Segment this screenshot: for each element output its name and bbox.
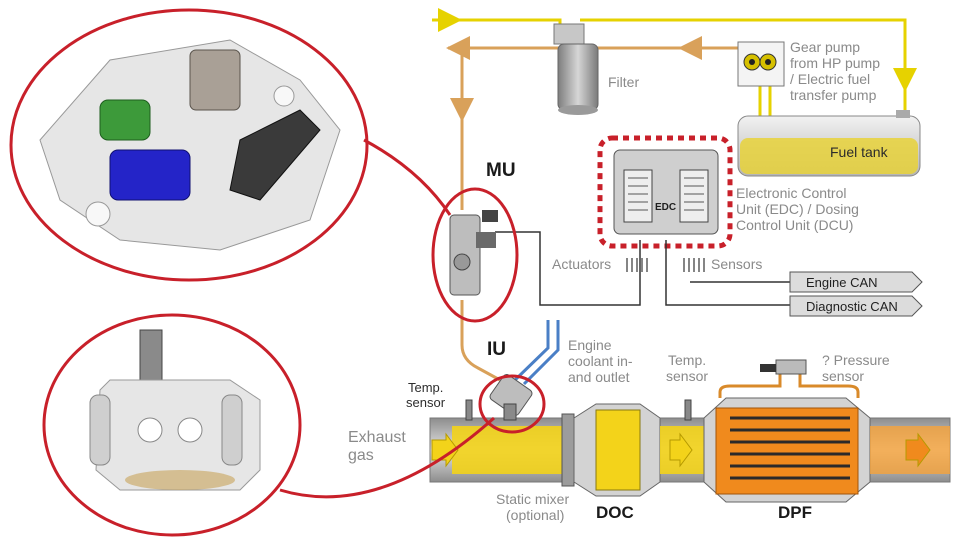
- label-temp-sensor-left-line2: sensor: [406, 395, 446, 410]
- fuel-filter: [553, 23, 599, 115]
- label-coolant-line2: coolant in-: [568, 353, 633, 369]
- label-mixer-line1: Static mixer: [496, 491, 570, 507]
- exhaust-pipe: [429, 359, 951, 503]
- label-pressure-line1: ? Pressure: [822, 352, 890, 368]
- injection-unit-closeup: [89, 329, 261, 491]
- label-temp-sensor-left-line1: Temp.: [408, 380, 444, 395]
- label-dpf: DPF: [778, 503, 812, 522]
- label-gear-pump-line3: / Electric fuel: [790, 71, 871, 87]
- label-engine-can: Engine CAN: [806, 275, 878, 290]
- label-exhaust-line2: gas: [348, 447, 374, 464]
- label-pressure-line2: sensor: [822, 368, 865, 384]
- label-coolant-line3: and outlet: [568, 369, 630, 385]
- ecu-unit: [597, 135, 733, 249]
- injection-unit: [489, 374, 533, 421]
- label-gear-pump-line1: Gear pump: [790, 39, 861, 55]
- label-fuel-tank: Fuel tank: [830, 144, 888, 160]
- label-sensors: Sensors: [711, 256, 763, 272]
- highlight-circles: [9, 8, 546, 537]
- can-boxes: [789, 271, 923, 317]
- label-mixer-line2: (optional): [506, 507, 565, 523]
- metering-unit-closeup: [39, 39, 341, 251]
- fuel-tank: [737, 110, 921, 177]
- label-gear-pump-line2: from HP pump: [790, 55, 880, 71]
- coolant-lines: [513, 320, 560, 386]
- label-filter: Filter: [608, 74, 640, 90]
- label-actuators: Actuators: [552, 256, 612, 272]
- gear-pump: [737, 41, 785, 87]
- label-ecu-line2: Unit (EDC) / Dosing: [736, 201, 859, 217]
- label-exhaust-line1: Exhaust: [348, 429, 406, 446]
- label-temp-sensor-mid-line2: sensor: [666, 368, 709, 384]
- label-edc-chip: EDC: [655, 202, 677, 213]
- label-doc: DOC: [596, 503, 634, 522]
- label-diagnostic-can: Diagnostic CAN: [806, 299, 898, 314]
- label-ecu-line3: Control Unit (DCU): [736, 217, 854, 233]
- metering-unit: [449, 210, 498, 296]
- label-ecu-line1: Electronic Control: [736, 185, 847, 201]
- label-gear-pump-line4: transfer pump: [790, 87, 877, 103]
- label-iu: IU: [487, 339, 506, 360]
- label-mu: MU: [486, 160, 516, 181]
- label-temp-sensor-mid-line1: Temp.: [668, 352, 707, 368]
- label-coolant-line1: Engine: [568, 337, 612, 353]
- exhaust-arrows: [431, 432, 931, 468]
- wiring: [495, 231, 790, 306]
